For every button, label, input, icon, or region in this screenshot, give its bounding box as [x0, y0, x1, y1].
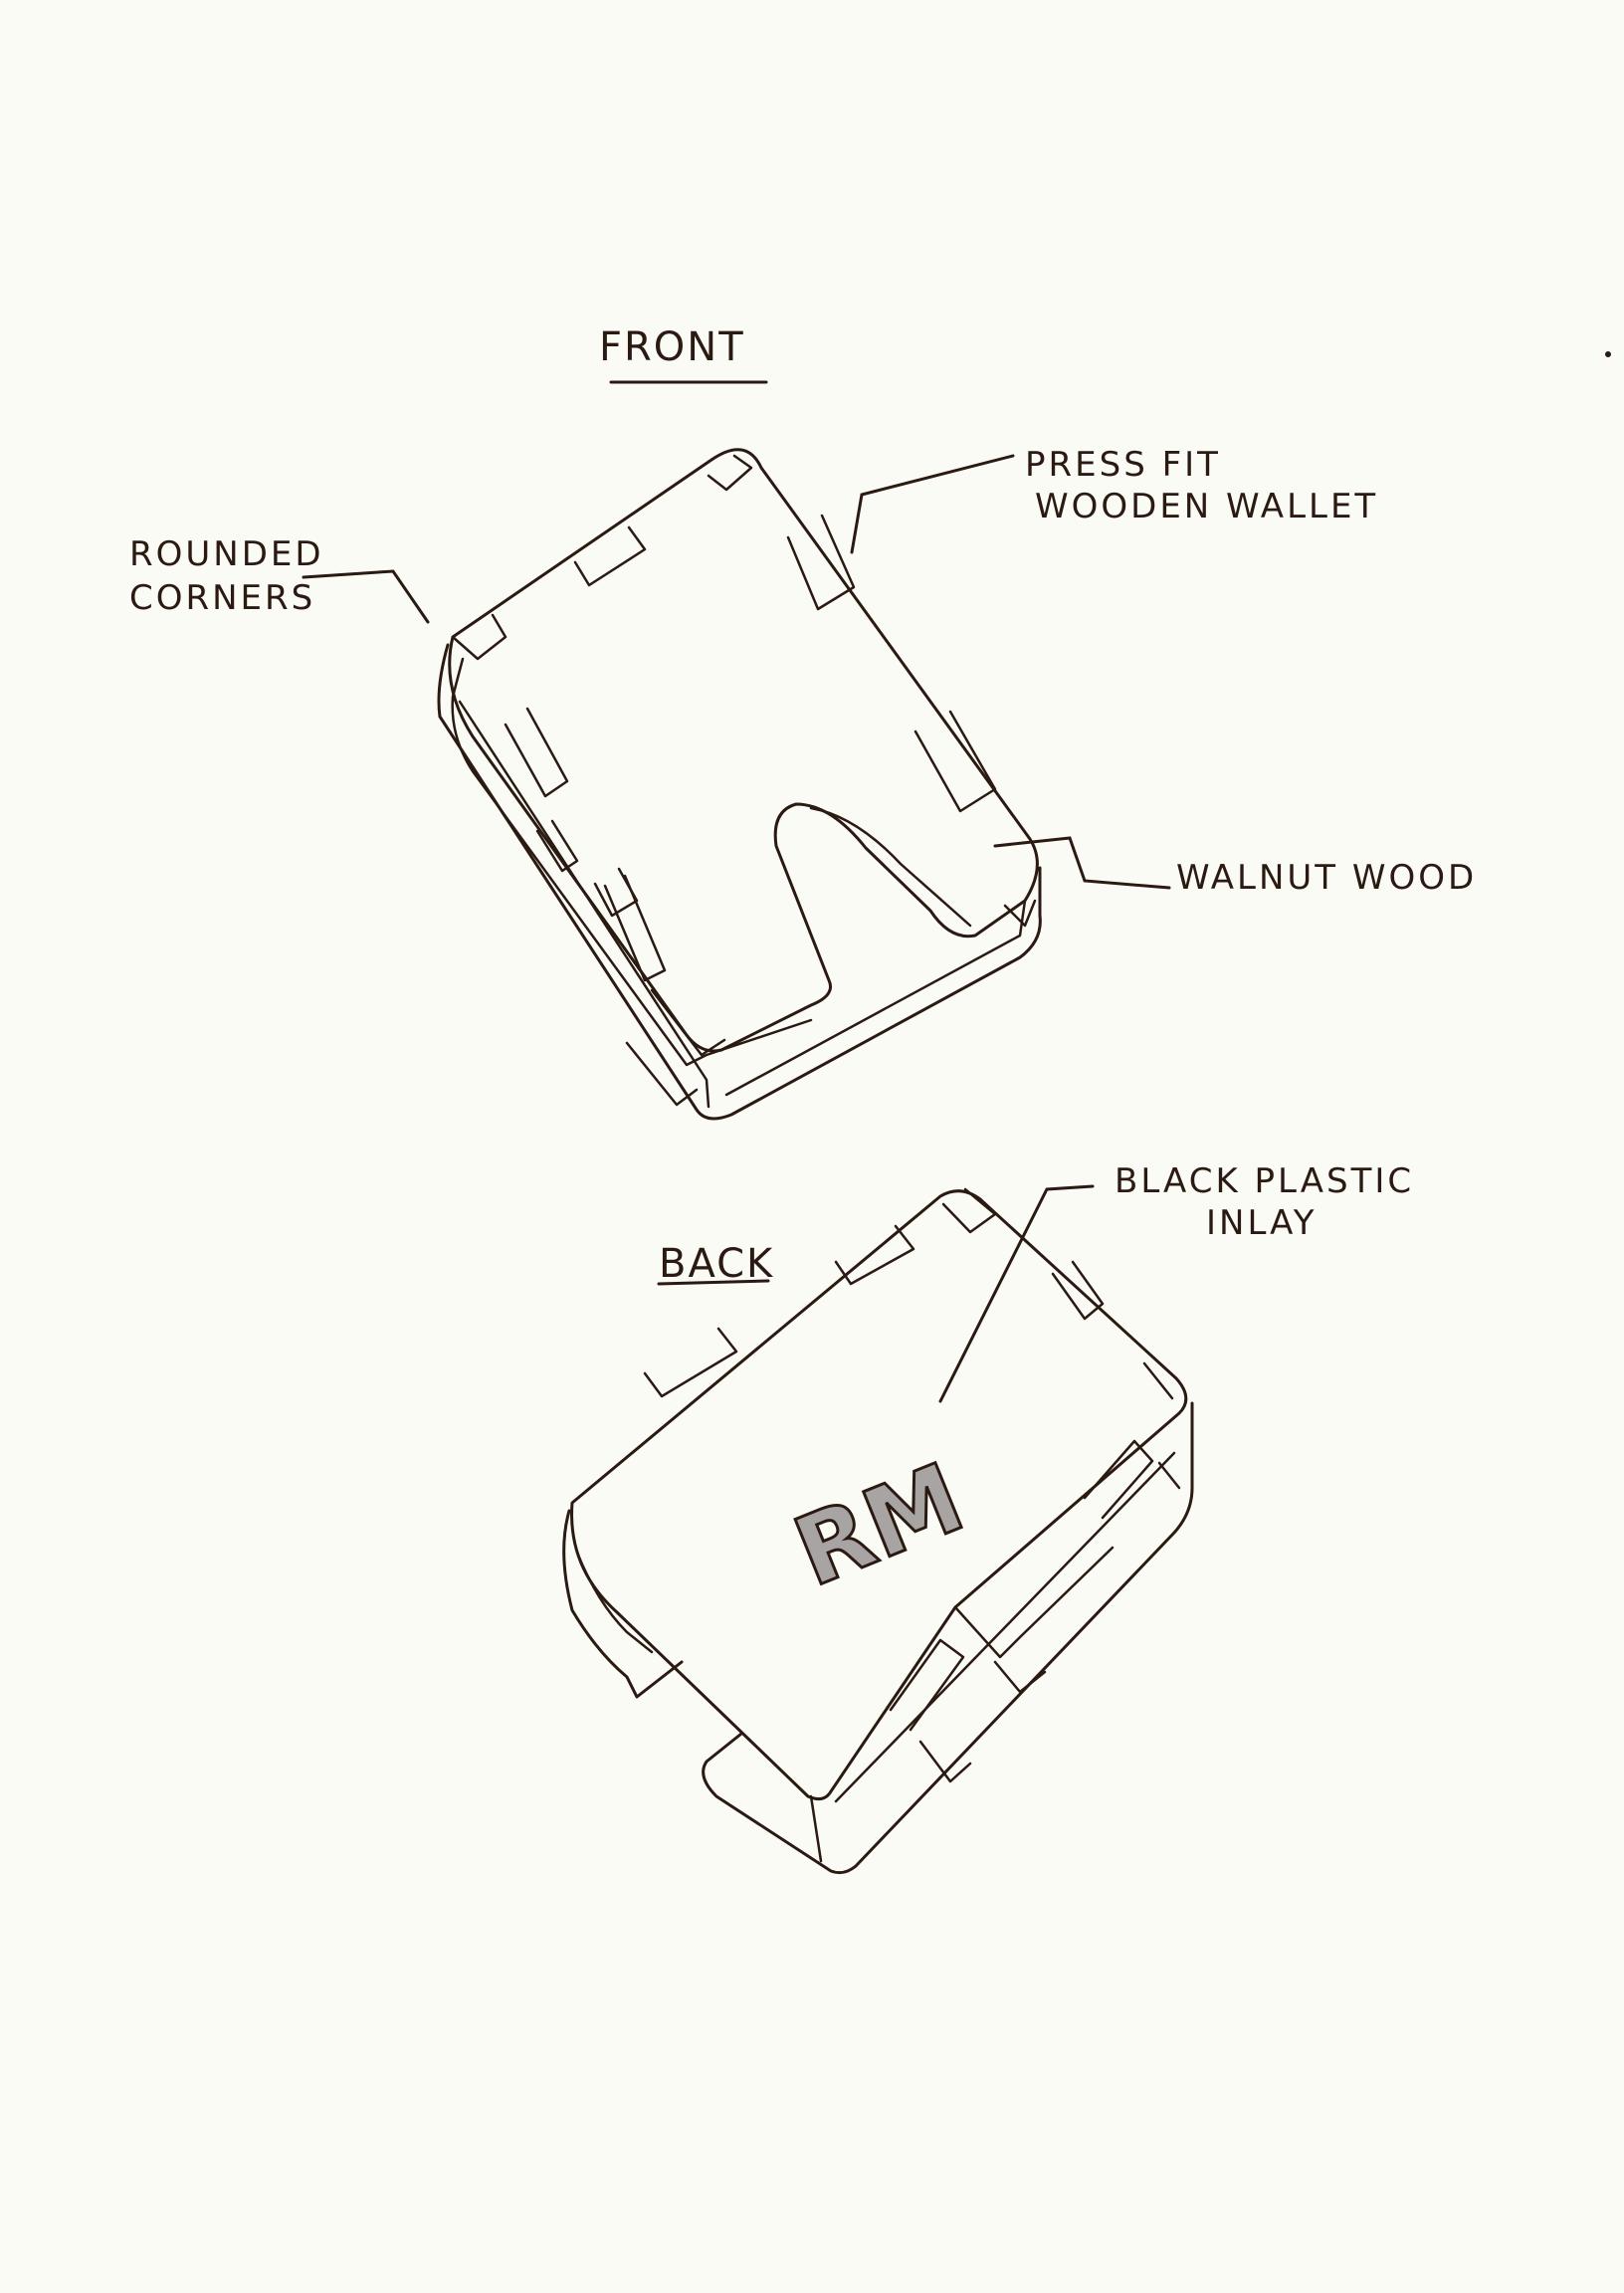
front-heading: FRONT [599, 324, 766, 382]
label-press-fit-line2: WOODEN WALLET [1035, 487, 1378, 526]
front-tab-5 [915, 712, 995, 811]
back-tab-5 [1144, 1363, 1172, 1398]
leader-rounded-corners [304, 571, 428, 622]
label-press-fit: PRESS FIT WOODEN WALLET [852, 445, 1378, 552]
front-tab-3 [453, 615, 506, 659]
label-press-fit-line1: PRESS FIT [1025, 445, 1221, 485]
label-rounded-corners-line1: ROUNDED [129, 534, 324, 574]
front-left-side [439, 645, 1040, 1119]
front-top-rim [453, 659, 811, 1065]
back-tab-7 [955, 1548, 1113, 1657]
back-tab-3 [645, 1329, 736, 1396]
ink-dot [1605, 351, 1611, 357]
back-tab-6 [1085, 1441, 1152, 1518]
label-rounded-corners: ROUNDED CORNERS [129, 534, 428, 622]
back-heading: BACK [659, 1241, 774, 1287]
back-left-side [564, 1511, 682, 1697]
label-black-plastic: BLACK PLASTIC INLAY [940, 1161, 1414, 1401]
front-tab-1 [709, 456, 751, 490]
back-wallet: RM [564, 1189, 1192, 1873]
leader-black-plastic [940, 1186, 1093, 1401]
label-walnut: WALNUT WOOD [995, 838, 1477, 898]
label-walnut-text: WALNUT WOOD [1176, 858, 1477, 898]
leader-walnut [995, 838, 1169, 888]
back-tab-10 [920, 1742, 970, 1781]
front-right-side-inner [726, 901, 1025, 1095]
front-top-face [450, 450, 1038, 1051]
front-heading-text: FRONT [599, 324, 745, 370]
front-tab-2 [575, 527, 645, 585]
label-rounded-corners-line2: CORNERS [129, 578, 315, 618]
front-tab-6 [506, 709, 567, 796]
front-thumb-slot-rim [811, 808, 970, 926]
label-black-plastic-line1: BLACK PLASTIC [1115, 1161, 1414, 1201]
front-wallet [439, 450, 1040, 1119]
front-tab-4 [788, 516, 854, 609]
monogram-inlay: RM [780, 1442, 978, 1608]
front-left-side-inner [460, 702, 709, 1107]
back-tab-9 [995, 1662, 1045, 1692]
leader-press-fit [852, 456, 1013, 552]
back-tab-11 [1159, 1463, 1179, 1488]
back-tab-1 [943, 1189, 995, 1232]
label-black-plastic-line2: INLAY [1206, 1203, 1318, 1243]
